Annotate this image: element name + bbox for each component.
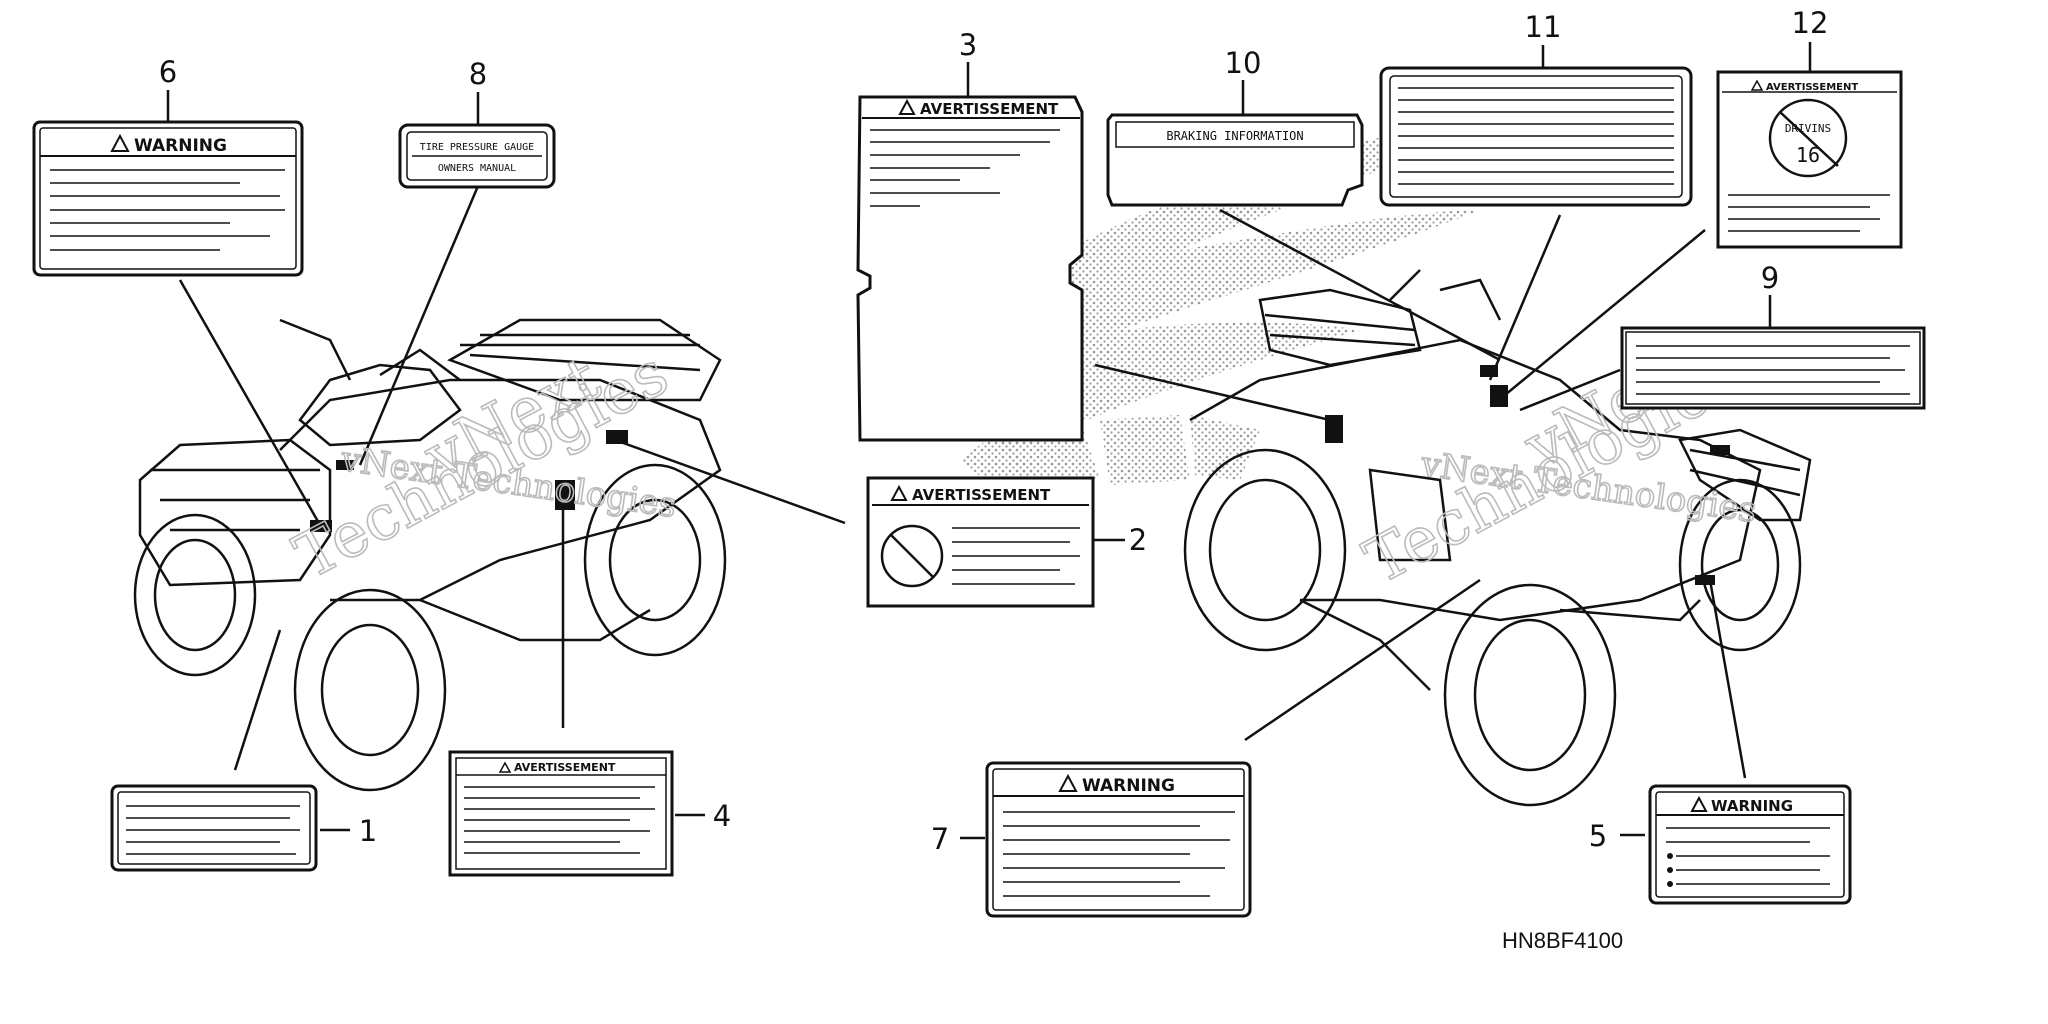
label-3-title: AVERTISSEMENT	[920, 100, 1059, 118]
atv-left-illustration	[133, 318, 727, 792]
warning-triangle-icon	[110, 133, 130, 152]
callout-11: 11	[1525, 10, 1562, 44]
label-patches	[310, 365, 1730, 585]
no-modify-icon	[880, 524, 944, 588]
callout-2: 2	[1129, 523, 1147, 557]
callout-8: 8	[469, 57, 487, 91]
label-12-age-line2: 16	[1796, 143, 1820, 167]
label-1-lines[interactable]	[110, 784, 318, 872]
callout-6: 6	[159, 55, 177, 89]
warning-triangle-icon	[890, 484, 908, 501]
label-4-avertissement[interactable]: AVERTISSEMENT	[448, 750, 674, 877]
warning-triangle-icon	[1690, 795, 1708, 812]
callout-3: 3	[959, 28, 977, 62]
label-6-warning[interactable]: WARNING	[32, 120, 304, 277]
leader-lines	[166, 42, 1812, 840]
label-3-avertissement[interactable]: AVERTISSEMENT	[856, 95, 1084, 442]
label-12-age-line1: DRIVINS	[1785, 122, 1831, 135]
label-5-title: WARNING	[1711, 797, 1793, 815]
callout-10: 10	[1225, 46, 1262, 80]
callout-12: 12	[1792, 6, 1829, 40]
no-under-16-icon	[1768, 98, 1848, 178]
label-8-tire-pressure[interactable]: TIRE PRESSURE GAUGE OWNERS MANUAL	[398, 123, 556, 189]
callout-9: 9	[1761, 261, 1779, 295]
label-9-lines[interactable]	[1620, 326, 1926, 410]
label-8-line2: OWNERS MANUAL	[438, 163, 516, 174]
diagram-code: HN8BF4100	[1502, 928, 1623, 953]
label-2-avertissement[interactable]: AVERTISSEMENT	[866, 476, 1095, 608]
warning-triangle-icon	[498, 761, 512, 773]
label-12-title: AVERTISSEMENT	[1766, 82, 1858, 93]
callout-7: 7	[931, 822, 949, 856]
callout-4: 4	[713, 799, 731, 833]
callout-numbers: 6 8 3 10 11 12 9 2 1 4 7 5	[159, 6, 1829, 856]
label-2-title: AVERTISSEMENT	[912, 486, 1051, 504]
atv-right-illustration	[1183, 269, 1812, 807]
label-8-line1: TIRE PRESSURE GAUGE	[420, 142, 534, 153]
callout-5: 5	[1589, 819, 1607, 853]
label-11-lines[interactable]	[1379, 66, 1693, 207]
label-7-warning[interactable]: WARNING	[985, 761, 1252, 918]
label-10-braking-info[interactable]: BRAKING INFORMATION	[1106, 113, 1364, 207]
label-10-title: BRAKING INFORMATION	[1166, 129, 1303, 143]
warning-triangle-icon	[1058, 773, 1078, 792]
label-6-title: WARNING	[134, 136, 227, 156]
warning-triangle-icon	[1750, 79, 1764, 91]
label-5-warning[interactable]: WARNING	[1648, 784, 1852, 905]
callout-1: 1	[359, 814, 377, 848]
label-7-title: WARNING	[1082, 776, 1175, 796]
label-12-age-warning[interactable]: AVERTISSEMENT DRIVINS 16	[1716, 70, 1903, 249]
label-4-title: AVERTISSEMENT	[514, 761, 616, 774]
warning-triangle-icon	[898, 98, 916, 115]
